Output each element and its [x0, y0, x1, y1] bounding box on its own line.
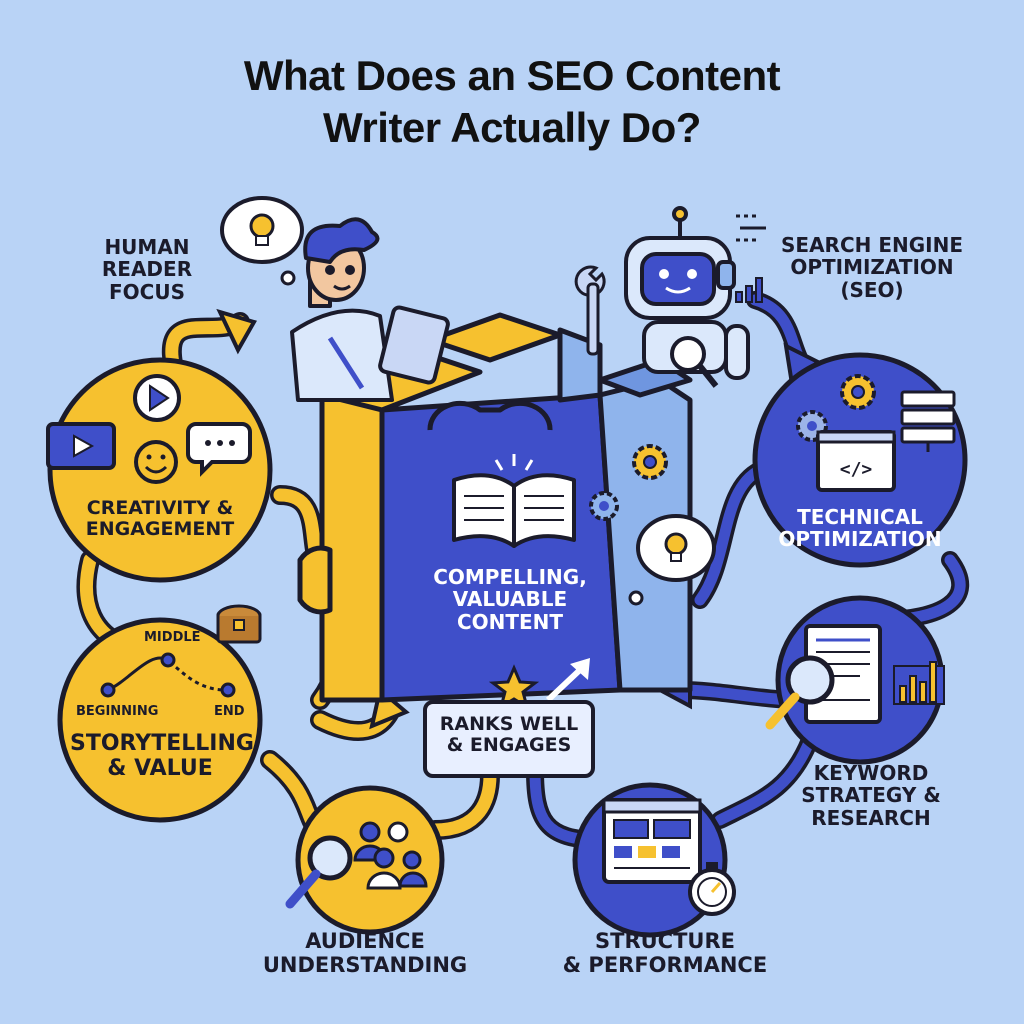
open-book-icon: [452, 454, 576, 548]
chat-bubble-icon: [186, 422, 252, 477]
gear-icon: [840, 374, 876, 410]
technical-label: TECHNICAL OPTIMIZATION: [770, 506, 950, 551]
gear-icon: [589, 491, 619, 521]
play-icon: [133, 374, 181, 422]
keyword-label: KEYWORD STRATEGY & RESEARCH: [786, 761, 956, 830]
robot-icon: [624, 206, 750, 388]
label-line: ENGAGEMENT: [85, 518, 235, 541]
label-line: RESEARCH: [811, 805, 931, 830]
label-line: RANKS WELL: [439, 713, 579, 735]
magnifier-icon: [285, 835, 353, 909]
title-line-1: What Does an SEO Content: [243, 52, 781, 99]
label-line: CREATIVITY &: [86, 497, 234, 519]
stopwatch-icon: [688, 862, 736, 916]
label-line: & PERFORMANCE: [562, 952, 768, 977]
label-line: STRUCTURE: [595, 929, 735, 953]
ranks-label: RANKS WELL & ENGAGES: [425, 713, 593, 757]
label-line: UNDERSTANDING: [262, 952, 468, 977]
label-line: STRATEGY &: [801, 783, 941, 808]
label-line: SEARCH ENGINE: [781, 233, 963, 257]
storytelling-label: STORYTELLING & VALUE: [70, 731, 254, 781]
creativity-label: CREATIVITY & ENGAGEMENT: [60, 497, 260, 541]
story-middle-label: MIDDLE: [144, 630, 201, 645]
server-icon: [900, 390, 956, 452]
label-line: HUMAN: [104, 235, 190, 259]
treasure-chest-icon: [216, 604, 262, 644]
label-line: FOCUS: [109, 279, 185, 304]
center-content-label: COMPELLING, VALUABLE CONTENT: [410, 565, 610, 634]
magnifier-icon: [765, 655, 835, 730]
code-window-icon: </>: [816, 430, 896, 492]
bar-chart-icon: [735, 277, 763, 303]
label-line: & ENGAGES: [446, 734, 572, 757]
ranks-box: [423, 700, 595, 778]
smiley-icon: [134, 440, 178, 484]
lightbulb-icon: [628, 514, 716, 606]
audience-icon: [353, 821, 428, 890]
audience-label: AUDIENCE UNDERSTANDING: [250, 929, 480, 977]
human-writer-icon: [290, 217, 450, 402]
label-line: OPTIMIZATION: [778, 527, 942, 552]
story-beginning-label: BEGINNING: [76, 704, 159, 719]
growth-arrow-icon: [545, 658, 590, 703]
wrench-icon: [574, 265, 606, 356]
label-line: TECHNICAL: [797, 505, 923, 529]
storytelling-circle: [57, 617, 263, 823]
lightbulb-icon: [220, 196, 304, 286]
label-line: OPTIMIZATION: [790, 255, 954, 280]
label-line: CONTENT: [456, 609, 564, 634]
label-line: (SEO): [840, 277, 904, 302]
seo-label: SEARCH ENGINE OPTIMIZATION (SEO): [772, 233, 972, 302]
browser-layout-icon: [602, 798, 702, 884]
label-line: COMPELLING,: [433, 565, 587, 589]
arrowhead-icon: [216, 308, 257, 355]
title-line-2: Writer Actually Do?: [323, 104, 701, 151]
label-line: READER: [101, 257, 193, 282]
story-arc-icon: [100, 652, 236, 698]
svg-text:</>: </>: [840, 459, 873, 480]
star-icon: [488, 664, 540, 711]
label-line: & VALUE: [107, 755, 213, 781]
data-lines-icon: [736, 214, 766, 242]
label-line: STORYTELLING: [70, 731, 254, 756]
gear-icon: [632, 444, 668, 480]
label-line: KEYWORD: [813, 761, 929, 785]
label-line: AUDIENCE: [305, 929, 425, 953]
human-reader-focus-label: HUMAN READER FOCUS: [82, 235, 212, 304]
label-line: VALUABLE: [452, 587, 568, 612]
structure-label: STRUCTURE & PERFORMANCE: [550, 929, 780, 977]
play-icon: [46, 422, 116, 470]
story-end-label: END: [214, 704, 245, 719]
bar-chart-icon: [893, 661, 945, 705]
